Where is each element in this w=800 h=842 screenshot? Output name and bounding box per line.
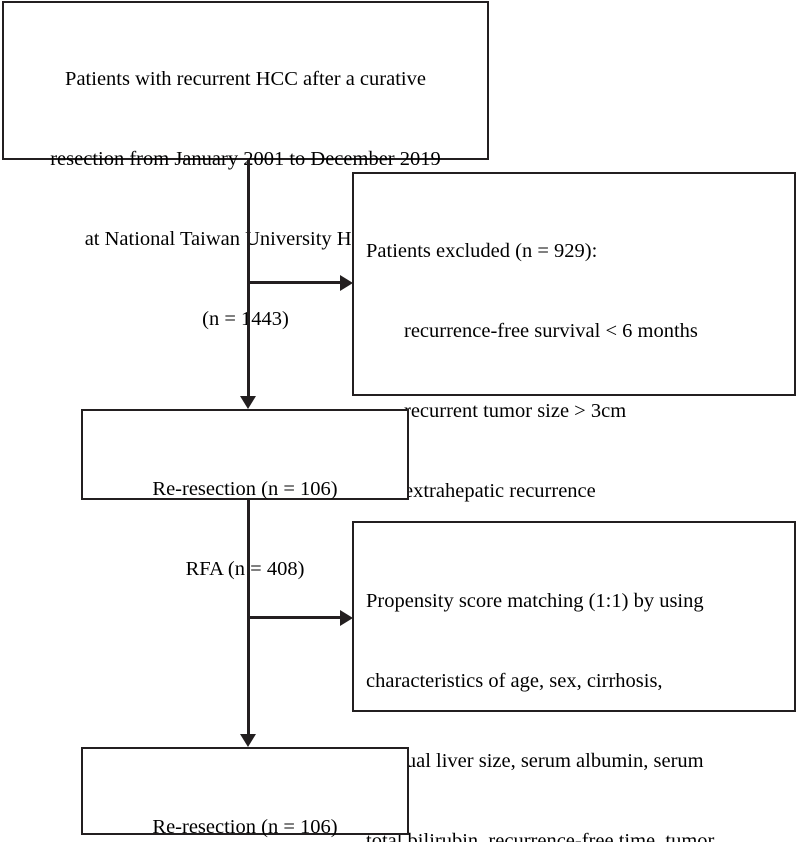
matching-line-3: residual liver size, serum albumin, seru… (366, 750, 704, 773)
arrowhead-treated-to-matching (340, 610, 353, 626)
exclusions-heading: Patients excluded (n = 929): (366, 240, 598, 263)
arrowhead-cohort-to-excluded (340, 275, 353, 291)
source-cohort-line-2: resection from January 2001 to December … (50, 148, 441, 171)
exclusion-item-2: recurrent tumor size > 3cm (404, 400, 627, 423)
node-treated-groups: Re-resection (n = 106) RFA (n = 408) (81, 409, 409, 580)
source-cohort-count: (n = 1443) (202, 308, 289, 331)
matched-re-resection: Re-resection (n = 106) (152, 816, 338, 839)
matching-line-4: total bilirubin, recurrence-free time, t… (366, 830, 715, 842)
node-exclusions: Patients excluded (n = 929): recurrence-… (352, 172, 796, 662)
connector-treated-to-matched (247, 500, 250, 736)
matching-line-1: Propensity score matching (1:1) by using (366, 590, 704, 613)
node-matched-groups: Re-resection (n = 106) RFA (n = 106) (81, 747, 409, 838)
connector-treated-to-matching (249, 616, 342, 619)
exclusion-item-1: recurrence-free survival < 6 months (404, 320, 698, 343)
exclusion-item-3: extrahepatic recurrence (404, 480, 596, 503)
treated-rfa: RFA (n = 408) (185, 558, 305, 581)
source-cohort-line-1: Patients with recurrent HCC after a cura… (65, 68, 426, 91)
connector-cohort-to-treated (247, 160, 250, 398)
matching-line-2: characteristics of age, sex, cirrhosis, (366, 670, 663, 693)
treated-re-resection: Re-resection (n = 106) (152, 478, 338, 501)
source-cohort-line-3: at National Taiwan University Hospital (84, 228, 407, 251)
connector-cohort-to-excluded (249, 281, 342, 284)
node-source-cohort: Patients with recurrent HCC after a cura… (2, 1, 489, 330)
arrowhead-treated-to-matched (240, 734, 256, 747)
arrowhead-cohort-to-treated (240, 396, 256, 409)
node-propensity-matching: Propensity score matching (1:1) by using… (352, 521, 796, 842)
